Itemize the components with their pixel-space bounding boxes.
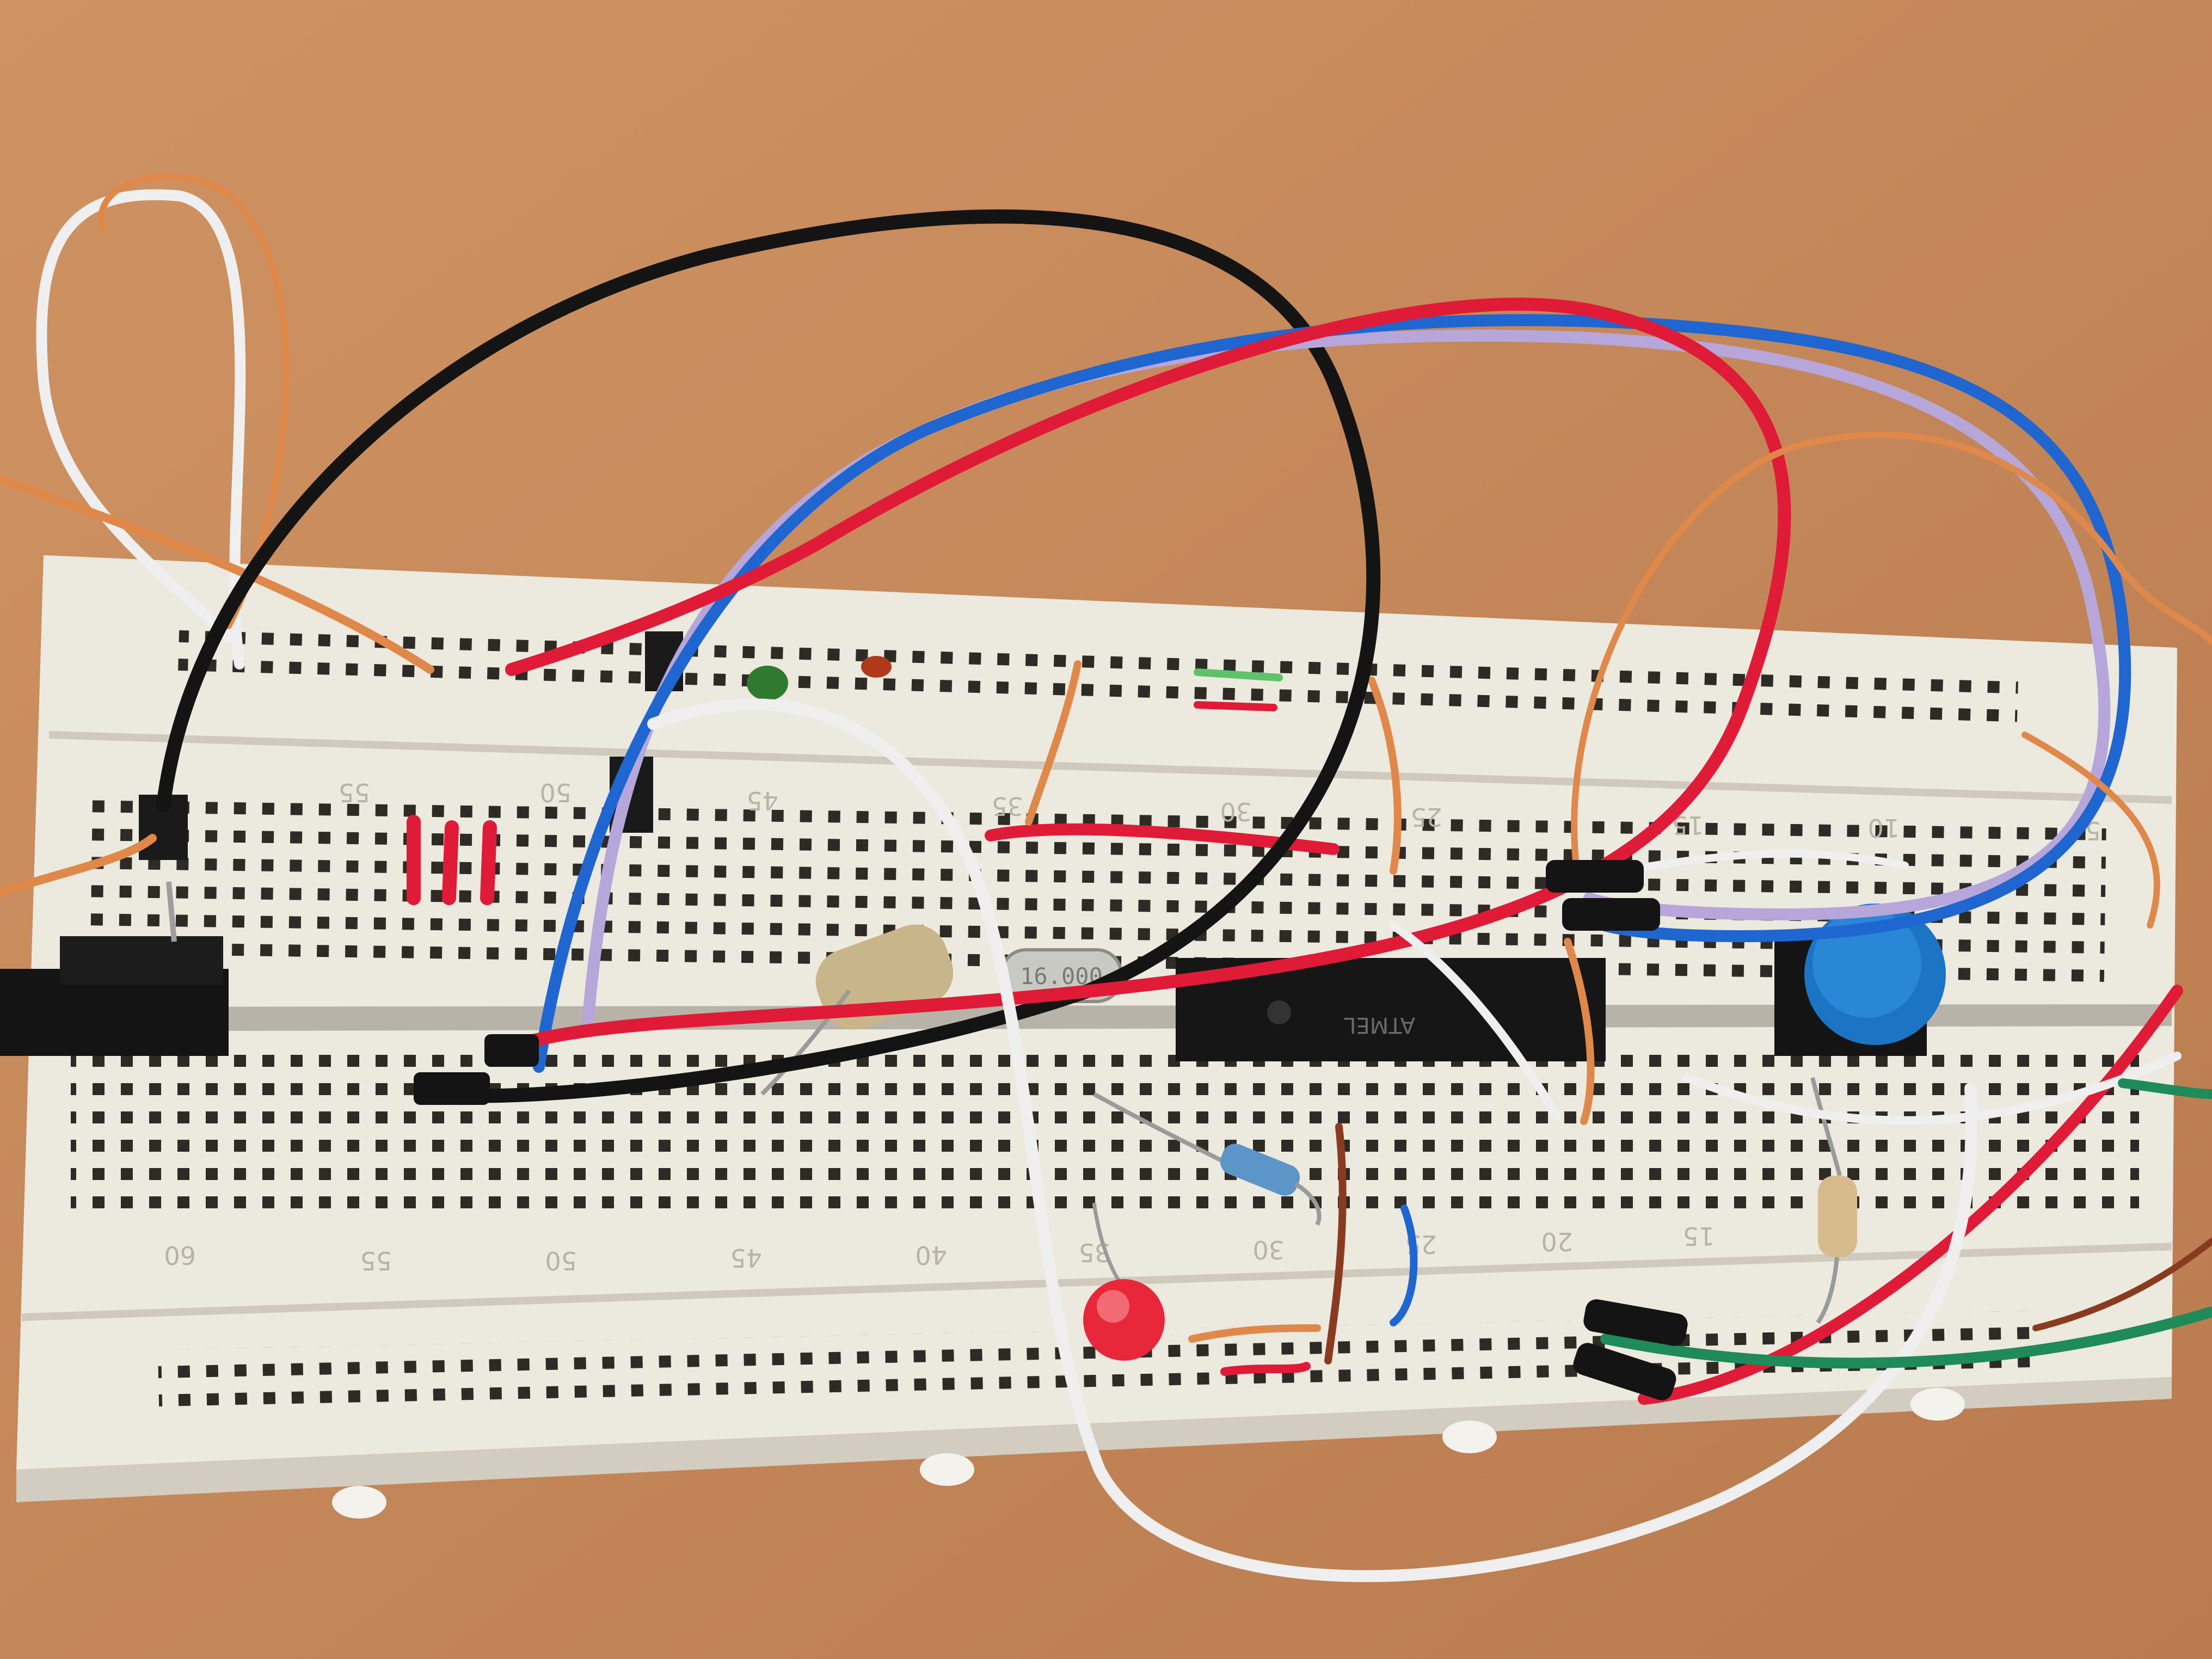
resistor-2 — [1810, 1077, 1857, 1324]
row-number: 20 — [1541, 1227, 1573, 1256]
row-number: 15 — [1682, 1221, 1715, 1251]
breadboard: 55 50 45 35 30 25 15 10 5 60 55 50 45 40… — [16, 555, 2177, 1502]
row-number: 30 — [1252, 1235, 1285, 1264]
upper-terminal-holes — [79, 800, 2106, 992]
row-number: 10 — [1867, 813, 1900, 843]
row-number: 55 — [360, 1246, 392, 1275]
jumper-wires — [0, 174, 2212, 1582]
row-number: 50 — [545, 1246, 577, 1275]
row-number: 45 — [746, 786, 778, 815]
row-number: 45 — [730, 1243, 762, 1273]
row-number: 55 — [338, 778, 370, 807]
row-number: 60 — [164, 1240, 196, 1270]
resistor-1 — [1093, 1092, 1322, 1226]
row-number: 35 — [991, 791, 1023, 821]
red-led — [1083, 1202, 1165, 1361]
row-number: 30 — [1220, 797, 1252, 826]
row-numbers-top: 55 50 45 35 30 25 15 10 5 — [338, 778, 2101, 845]
top-rail-holes — [177, 615, 2019, 738]
row-number: 50 — [539, 778, 572, 807]
row-numbers-bottom: 60 55 50 45 40 35 30 25 20 15 — [164, 1221, 1715, 1275]
row-number: 25 — [1410, 802, 1442, 832]
breadboard-feet — [332, 1388, 1965, 1519]
row-number: 40 — [915, 1240, 947, 1270]
capacitor-green — [747, 666, 788, 701]
voltage-regulator — [0, 881, 229, 1056]
ic-label: ATMEL — [1344, 1012, 1415, 1037]
capacitor-small — [861, 656, 892, 678]
bottom-rail-holes — [158, 1310, 2031, 1421]
dupont-connectors — [414, 860, 1688, 1400]
